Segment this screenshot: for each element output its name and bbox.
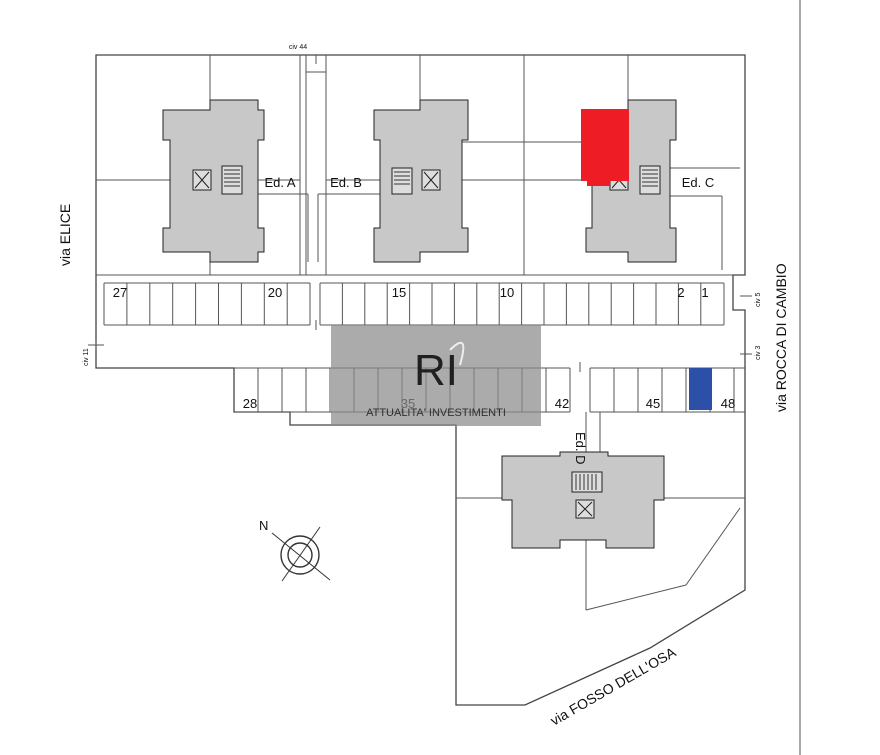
- highlighted-unit-tab: [587, 176, 629, 186]
- building-b: [373, 99, 469, 263]
- street-via-elice: via ELICE: [57, 204, 73, 266]
- civ44-entrance: [305, 55, 327, 73]
- building-d: [501, 451, 665, 549]
- north-arrow-compass: N: [259, 518, 331, 582]
- watermark-logo: RI: [414, 346, 458, 395]
- civic-3-label: civ 3: [755, 346, 762, 361]
- space-27-label: 27: [113, 285, 127, 300]
- building-a-label: Ed. A: [264, 175, 295, 190]
- civic-5-label: civ 5: [755, 293, 762, 308]
- watermark-text: ATTUALITA' INVESTIMENTI: [366, 407, 506, 419]
- civic-44-label: civ 44: [289, 44, 307, 51]
- building-b-label: Ed. B: [330, 175, 362, 190]
- space-48-label: 48: [721, 396, 735, 411]
- civic-11-label: civ 11: [83, 348, 90, 366]
- space-20-label: 20: [268, 285, 282, 300]
- building-d-label: Ed. D: [573, 432, 588, 465]
- space-45-label: 45: [646, 396, 660, 411]
- lot-lines-north: [96, 55, 740, 276]
- compass-north-label: N: [259, 518, 268, 533]
- space-2-label: 2: [677, 285, 684, 300]
- space-10-label: 10: [500, 285, 514, 300]
- space-28-label: 28: [243, 396, 257, 411]
- street-via-rocca-di-cambio: via ROCCA DI CAMBIO: [773, 263, 789, 412]
- parking-stalls-north: [126, 283, 702, 325]
- parking-row-north: [103, 282, 725, 326]
- highlighted-parking-space: [689, 368, 712, 410]
- space-1-label: 1: [701, 285, 708, 300]
- building-c-label: Ed. C: [682, 175, 715, 190]
- highlighted-unit: [581, 109, 629, 181]
- building-a: [162, 99, 265, 263]
- watermark: RI ATTUALITA' INVESTIMENTI: [331, 325, 541, 426]
- ramp-markers: [88, 295, 752, 372]
- space-15-label: 15: [392, 285, 406, 300]
- space-42-label: 42: [555, 396, 569, 411]
